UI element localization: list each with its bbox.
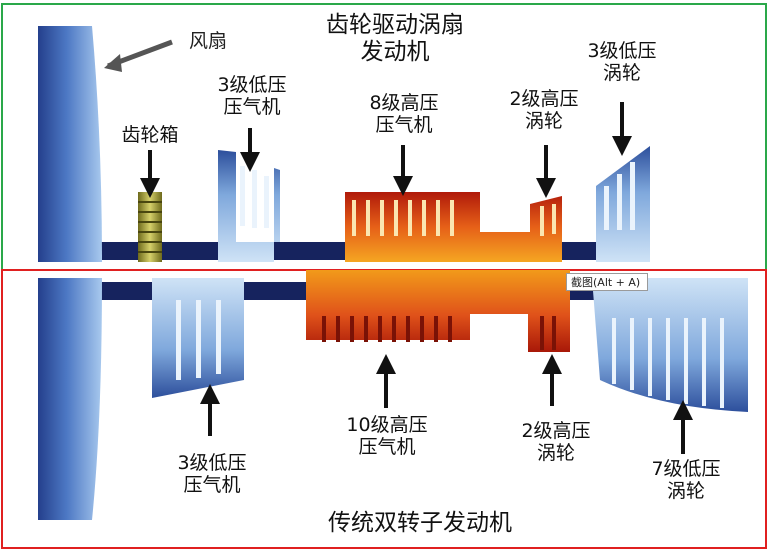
fan-blade-lower — [38, 278, 102, 520]
label-bottom-hp-compressor: 10级高压 压气机 — [346, 414, 428, 459]
label-fan: 风扇 — [188, 30, 227, 52]
bottom-engine-title: 传统双转子发动机 — [328, 510, 512, 536]
gearbox — [138, 192, 162, 262]
label-top-hp-compressor: 8级高压 压气机 — [369, 92, 439, 137]
fan-blade — [38, 26, 102, 262]
label-bottom-lp-turbine: 7级低压 涡轮 — [651, 458, 721, 503]
bottom-hp-compressor — [306, 270, 570, 352]
top-lp-turbine — [596, 146, 650, 262]
screenshot-tooltip: 截图(Alt + A) — [566, 273, 648, 291]
top-engine-title: 齿轮驱动涡扇 发动机 — [326, 12, 464, 66]
top-lp-compressor — [218, 150, 280, 262]
label-bottom-hp-turbine: 2级高压 涡轮 — [521, 420, 591, 465]
label-bottom-lp-compressor: 3级低压 压气机 — [177, 452, 247, 497]
label-gearbox: 齿轮箱 — [121, 124, 179, 146]
label-top-hp-turbine: 2级高压 涡轮 — [509, 88, 579, 133]
label-top-lp-turbine: 3级低压 涡轮 — [587, 40, 657, 85]
label-top-lp-compressor: 3级低压 压气机 — [217, 74, 287, 119]
